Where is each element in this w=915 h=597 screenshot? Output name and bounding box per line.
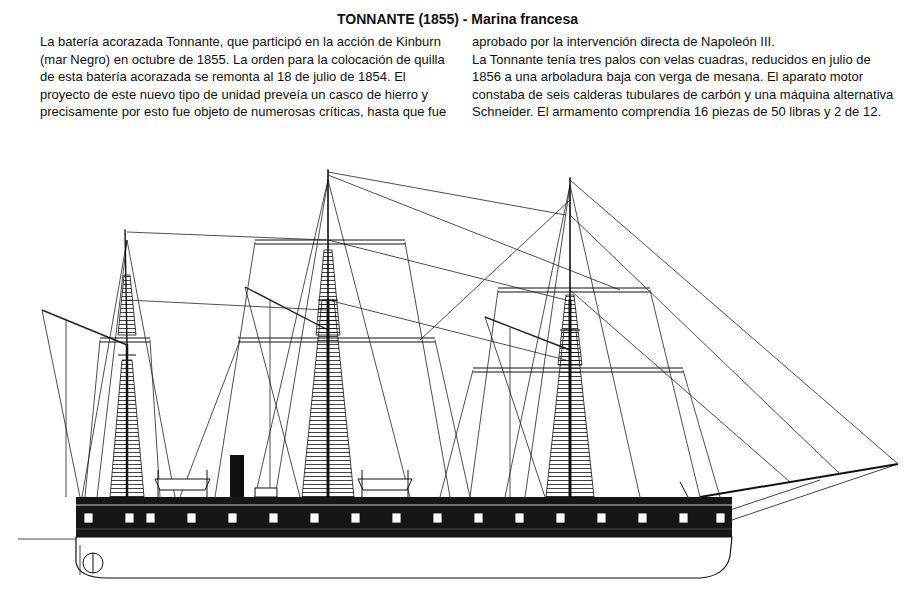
title: TONNANTE (1855) - Marina francesa: [0, 10, 915, 28]
description-text: La batería acorazada Tonnante, que parti…: [40, 33, 450, 121]
description-text: La Tonnante tenía tres palos con velas c…: [472, 51, 902, 121]
text-column: aprobado por la intervención directa de …: [472, 33, 902, 121]
text-column: La batería acorazada Tonnante, que parti…: [40, 33, 450, 121]
description-text: aprobado por la intervención directa de …: [472, 33, 902, 51]
